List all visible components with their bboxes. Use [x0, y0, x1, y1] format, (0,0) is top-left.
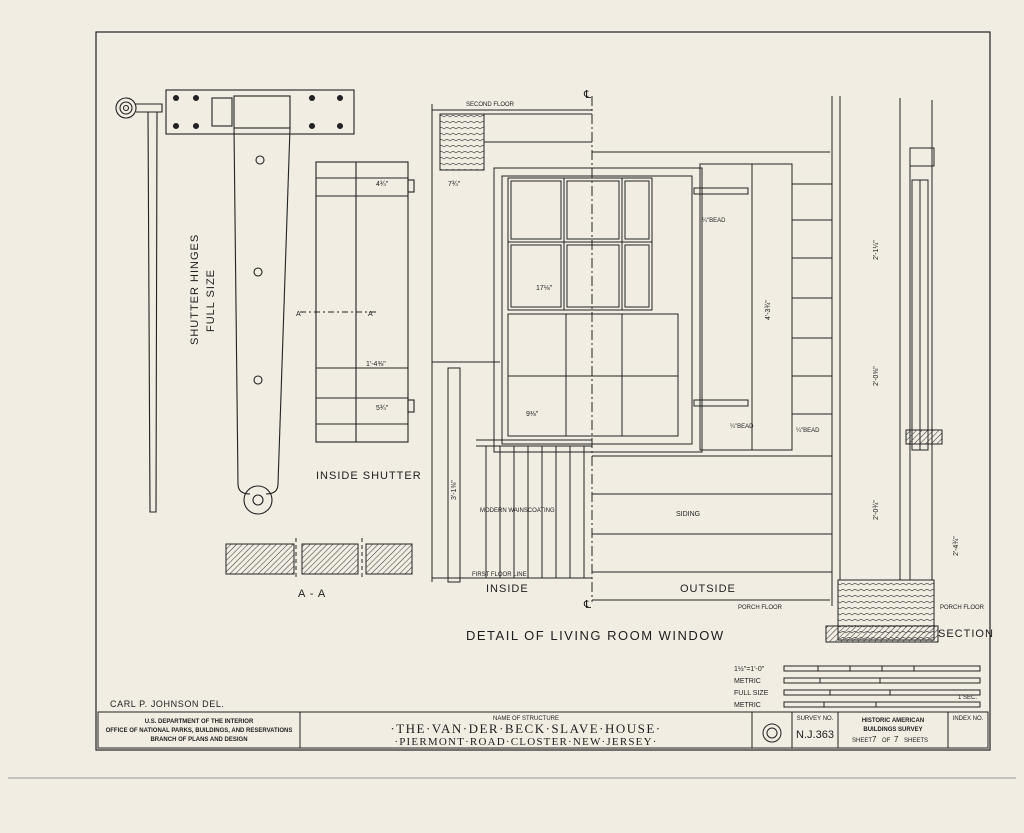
sheet-number: 7: [872, 735, 877, 744]
agency-line-1: U.S. DEPARTMENT OF THE INTERIOR: [145, 719, 254, 725]
dim-3-1-3-8: 3'-1⅜": [451, 480, 458, 500]
section-aa-drawing: [225, 538, 413, 580]
dim-4-3-4: 4¾": [376, 181, 389, 188]
bead-bottom-label: ¼"BEAD: [730, 424, 754, 430]
scale-note: 1 SEC.: [958, 695, 977, 701]
structure-name-label: NAME OF STRUCTURE: [493, 716, 559, 722]
habs-line-1: HISTORIC AMERICAN: [862, 718, 924, 724]
sheet-border: [95, 31, 991, 751]
dim-2-0-3-4: 2'-0¾": [873, 500, 880, 520]
structure-location: ·PIERMONT·ROAD·CLOSTER·NEW·JERSEY·: [394, 736, 657, 748]
habs-line-2: BUILDINGS SURVEY: [863, 727, 922, 733]
outside-label: OUTSIDE: [680, 583, 736, 595]
cut-a-left: A: [296, 311, 301, 318]
dim-7-3-4: 7¾": [448, 181, 461, 188]
bead-right-label: ¼"BEAD: [796, 428, 820, 434]
sheet-word: SHEET: [852, 738, 872, 744]
centerline-top: ℄: [583, 89, 592, 101]
detail-title: DETAIL OF LIVING ROOM WINDOW: [466, 628, 725, 643]
siding-label: SIDING: [676, 511, 700, 518]
cut-a-right: A: [368, 311, 373, 318]
of-word: OF: [882, 738, 891, 744]
agency-line-3: BRANCH OF PLANS AND DESIGN: [150, 737, 247, 743]
dim-2-0-5-8: 2'-0⅝": [873, 366, 880, 386]
scale-row-1: 1½"=1'-0": [734, 665, 765, 673]
hinge-subtitle: FULL SIZE: [205, 269, 217, 332]
structure-name: ·THE·VAN·DER·BECK·SLAVE·HOUSE·: [390, 721, 661, 736]
centerline-bottom: ℄: [583, 599, 592, 611]
scale-row-3: FULL SIZE: [734, 690, 769, 697]
dim-1-4-3-8: 1'-4⅜": [366, 361, 386, 368]
hinge-title: SHUTTER HINGES: [189, 234, 201, 345]
section-label: SECTION: [938, 628, 994, 640]
inside-shutter-label: INSIDE SHUTTER: [316, 470, 422, 482]
second-floor-label: SECOND FLOOR: [466, 102, 515, 108]
bead-top-label: ¼"BEAD: [702, 218, 726, 224]
inside-label: INSIDE: [486, 583, 529, 595]
dim-4-3-3-4-window: 4'-3¾": [765, 300, 772, 320]
inside-shutter-drawing: [300, 161, 415, 443]
drafter-credit: CARL P. JOHNSON DEL.: [110, 699, 225, 709]
dim-2-4-3-4: 2'-4¾": [953, 536, 960, 556]
title-block: [97, 711, 989, 749]
survey-number: N.J.363: [796, 729, 834, 741]
porch-floor-label: PORCH FLOOR: [738, 605, 783, 611]
first-floor-line-label: FIRST FLOOR LINE: [472, 572, 527, 578]
dim-9-3-8: 9⅜": [526, 411, 539, 418]
sheets-word: SHEETS: [904, 738, 928, 744]
window-detail-drawing: [431, 96, 943, 643]
dim-2-1-1-4: 2'-1¼": [873, 240, 880, 260]
scale-row-4: METRIC: [734, 702, 761, 709]
survey-number-label: SURVEY NO.: [797, 716, 834, 722]
scale-bars: [783, 665, 981, 708]
dim-5-3-4: 5¾": [376, 405, 389, 412]
section-aa-label: A - A: [298, 588, 326, 600]
sheet-total: 7: [894, 735, 899, 744]
modern-wainscoating-label: MODERN WAINSCOATING: [480, 508, 555, 514]
porch-floor-right-label: PORCH FLOOR: [940, 605, 985, 611]
scale-row-2: METRIC: [734, 678, 761, 685]
index-number-label: INDEX NO.: [953, 716, 984, 722]
shutter-hinge-drawing: [115, 89, 355, 515]
agency-line-2: OFFICE OF NATIONAL PARKS, BUILDINGS, AND…: [106, 728, 293, 734]
dim-17-1-8: 17⅛": [536, 285, 553, 292]
